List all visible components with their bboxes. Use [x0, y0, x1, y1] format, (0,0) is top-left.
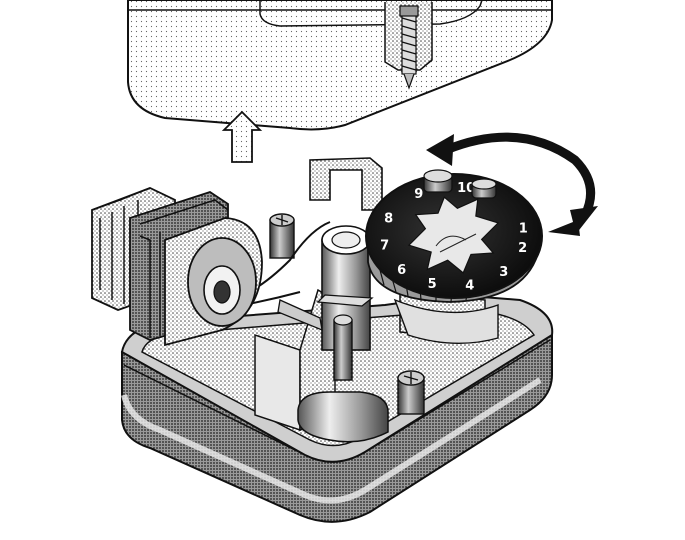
up-arrow-icon	[221, 110, 263, 163]
dial-label-1: 1	[519, 221, 528, 236]
housing-cover	[127, 0, 553, 131]
dial-adjust-screw-left[interactable]	[423, 169, 453, 193]
dial-label-8: 8	[384, 211, 393, 226]
screw-icon	[399, 5, 419, 90]
dial-label-6: 6	[397, 263, 406, 278]
cable-connector	[91, 187, 263, 347]
dial-label-2: 2	[518, 241, 527, 256]
dial-center-label	[407, 196, 500, 274]
dial-label-7: 7	[380, 239, 389, 254]
screw-post-lower	[397, 370, 425, 415]
dial-label-9: 9	[414, 187, 423, 202]
rotate-arrow-icon	[426, 132, 598, 236]
dial-label-10: 10	[457, 181, 475, 196]
dial-adjust-screw-right[interactable]	[471, 178, 497, 199]
screw-post-upper	[269, 213, 295, 259]
dial-label-5: 5	[428, 277, 437, 292]
dial-label-4: 4	[465, 278, 474, 293]
pin	[333, 314, 353, 381]
dial-label-3: 3	[499, 265, 508, 280]
